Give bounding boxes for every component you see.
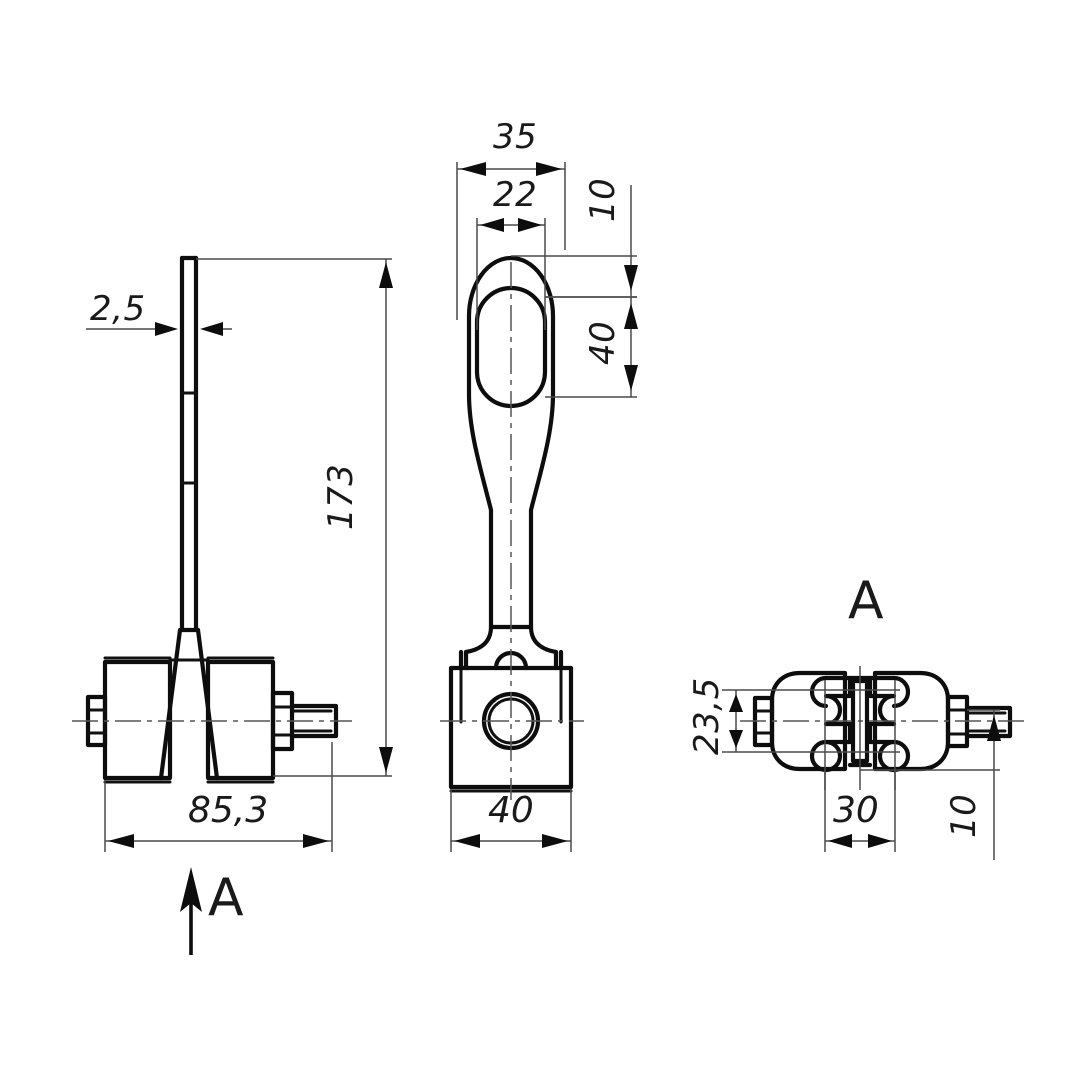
dim-eye-inner-height [545,296,638,398]
dim-label-eye-top-offset: 10 [583,178,623,222]
dim-blade-thickness [86,322,232,336]
dim-label-eye-inner-width: 22 [493,175,537,215]
section-label-a: A [208,868,244,928]
view-a-bolt-head-left [752,695,775,748]
dim-stud-offset [860,709,1001,860]
dim-eye-outer-width [456,162,566,320]
dim-body-width [104,742,333,852]
front-view-geometry [72,255,352,784]
dim-label-blade-thickness: 2,5 [90,289,146,329]
dim-bolt-spacing [722,689,900,753]
dim-eye-inner-width [476,218,546,330]
dim-clamp-center-width [824,770,896,852]
dim-label-bolt-spacing: 23,5 [687,677,727,755]
side-view-geometry [440,255,584,800]
section-arrow-a [180,867,202,955]
dim-label-body-width: 85,3 [188,790,268,831]
dim-label-overall-height: 173 [321,464,361,530]
bolt-head-left [85,694,108,748]
dim-block-width [450,789,572,852]
blade-strip [179,255,199,631]
dim-label-block-width: 40 [488,790,534,831]
dim-label-eye-outer-width: 35 [493,117,537,157]
dim-label-eye-inner-height: 40 [583,321,623,365]
view-a-title-label: A [848,571,884,631]
side-view-neck [458,624,564,724]
dim-label-stud-offset: 10 [944,794,984,838]
dim-label-clamp-center-width: 30 [833,790,879,831]
housing-right [205,656,276,784]
